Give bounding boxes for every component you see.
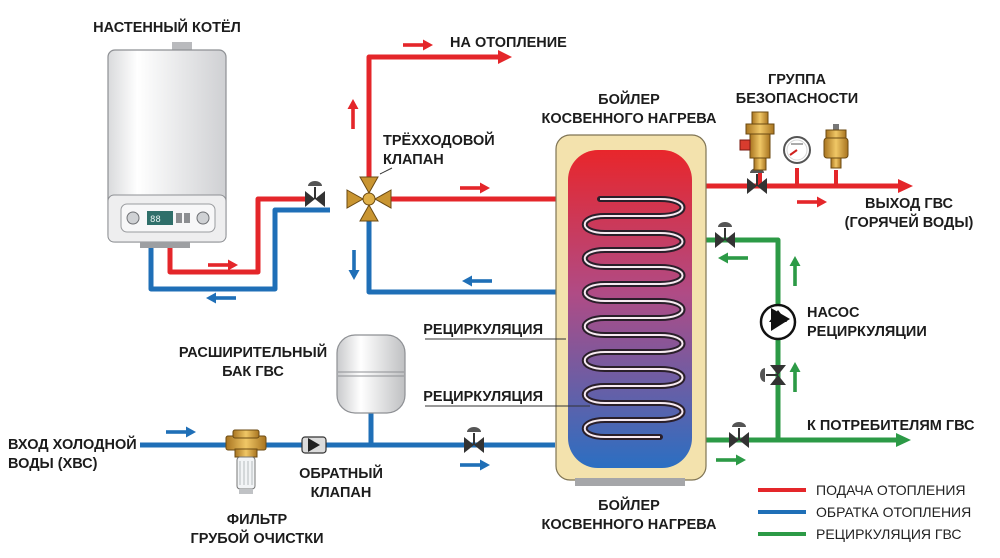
check-valve (301, 436, 327, 454)
boiler-supply-pipe (167, 196, 305, 275)
legend-item-supply: ПОДАЧА ОТОПЛЕНИЯ (758, 482, 966, 498)
boiler-knob-right (196, 211, 210, 225)
flow-arrow-green (789, 256, 801, 286)
flow-arrow-blue (462, 275, 492, 287)
label-to-heating: НА ОТОПЛЕНИЕ (450, 35, 567, 51)
heating-supply-arrowhead (498, 50, 512, 64)
expansion-tank (336, 334, 406, 414)
wall-boiler: 88 (107, 42, 227, 248)
label-check-valve-2: КЛАПАН (311, 485, 372, 501)
legend-item-return: ОБРАТКА ОТОПЛЕНИЯ (758, 504, 971, 520)
coil-return-pipe (366, 215, 578, 295)
shutoff-valve-recirc-vertical (760, 365, 786, 385)
label-tank-top-1: БОЙЛЕР (598, 90, 660, 108)
flow-arrows (166, 39, 827, 471)
indirect-boiler-tank (555, 134, 707, 486)
pressure-gauge (783, 136, 811, 164)
label-cold-in-1: ВХОД ХОЛОДНОЙ (8, 435, 137, 453)
flow-arrow-green (718, 252, 748, 264)
label-tank-bottom-2: КОСВЕННОГО НАГРЕВА (541, 517, 717, 533)
boiler-display (147, 211, 173, 225)
safety-riser (758, 168, 838, 186)
pressure-reducer (739, 111, 775, 171)
heating-supply-pipe (366, 54, 498, 180)
flow-arrow-red (208, 259, 238, 271)
label-filter-2: ГРУБОЙ ОЧИСТКИ (191, 529, 324, 547)
label-exp-tank-1: РАСШИРИТЕЛЬНЫЙ (179, 343, 327, 361)
flow-arrow-blue (166, 426, 196, 438)
legend-item-recirc: РЕЦИРКУЛЯЦИЯ ГВС (758, 526, 961, 542)
label-pump-1: НАСОС (807, 305, 860, 321)
label-safety-2: БЕЗОПАСНОСТИ (736, 91, 858, 107)
boiler-knob-left (126, 211, 140, 225)
flow-arrow-red (403, 39, 433, 51)
labels: НАСТЕННЫЙ КОТЁЛ НА ОТОПЛЕНИЕ ТРЁХХОДОВОЙ… (8, 18, 975, 547)
shutoff-valve-consumers (729, 422, 749, 448)
flow-arrow-blue (460, 459, 490, 471)
label-pump-2: РЕЦИРКУЛЯЦИИ (807, 324, 927, 340)
label-tank-bottom-1: БОЙЛЕР (598, 496, 660, 514)
safety-group (739, 111, 849, 171)
recirculation-pump (759, 303, 797, 341)
legend-label-return: ОБРАТКА ОТОПЛЕНИЯ (816, 504, 971, 520)
flow-arrow-red (797, 196, 827, 208)
three-way-valve (346, 176, 392, 222)
hot-water-arrowhead (898, 179, 913, 193)
flow-arrow-green (716, 454, 746, 466)
coarse-filter (225, 429, 267, 494)
label-safety-1: ГРУППА (768, 72, 827, 88)
legend: ПОДАЧА ОТОПЛЕНИЯ ОБРАТКА ОТОПЛЕНИЯ РЕЦИР… (758, 482, 971, 542)
leader-lines (379, 167, 590, 407)
label-recirc-2: РЕЦИРКУЛЯЦИЯ (423, 389, 543, 405)
legend-label-supply: ПОДАЧА ОТОПЛЕНИЯ (816, 482, 966, 498)
boiler-return-pipe (148, 207, 330, 292)
air-vent (823, 124, 849, 169)
flow-arrow-blue (348, 250, 360, 280)
flow-arrow-blue (206, 292, 236, 304)
label-three-way-2: КЛАПАН (383, 152, 444, 168)
legend-label-recirc: РЕЦИРКУЛЯЦИЯ ГВС (816, 526, 961, 542)
shutoff-valve-recirc (715, 222, 735, 248)
flow-arrow-green (789, 362, 801, 392)
flow-arrow-red (460, 182, 490, 194)
label-three-way-1: ТРЁХХОДОВОЙ (383, 131, 495, 149)
consumers-arrowhead (896, 433, 911, 447)
flow-arrow-red (347, 99, 359, 129)
label-check-valve-1: ОБРАТНЫЙ (299, 464, 383, 482)
label-consumers: К ПОТРЕБИТЕЛЯМ ГВС (807, 418, 975, 434)
label-filter-1: ФИЛЬТР (227, 512, 288, 528)
shutoff-valve-cold (464, 427, 484, 453)
shutoff-valve-hot (747, 168, 767, 194)
label-wall-boiler: НАСТЕННЫЙ КОТЁЛ (93, 18, 241, 36)
shutoff-valve-boiler (305, 181, 325, 207)
label-recirc-1: РЕЦИРКУЛЯЦИЯ (423, 322, 543, 338)
label-hot-out-2: (ГОРЯЧЕЙ ВОДЫ) (845, 213, 974, 231)
label-cold-in-2: ВОДЫ (ХВС) (8, 456, 98, 472)
label-tank-top-2: КОСВЕННОГО НАГРЕВА (541, 111, 717, 127)
pipes (140, 54, 900, 448)
label-exp-tank-2: БАК ГВС (222, 364, 284, 380)
boiler-display-text: 88 (150, 215, 161, 225)
label-hot-out-1: ВЫХОД ГВС (865, 196, 954, 212)
